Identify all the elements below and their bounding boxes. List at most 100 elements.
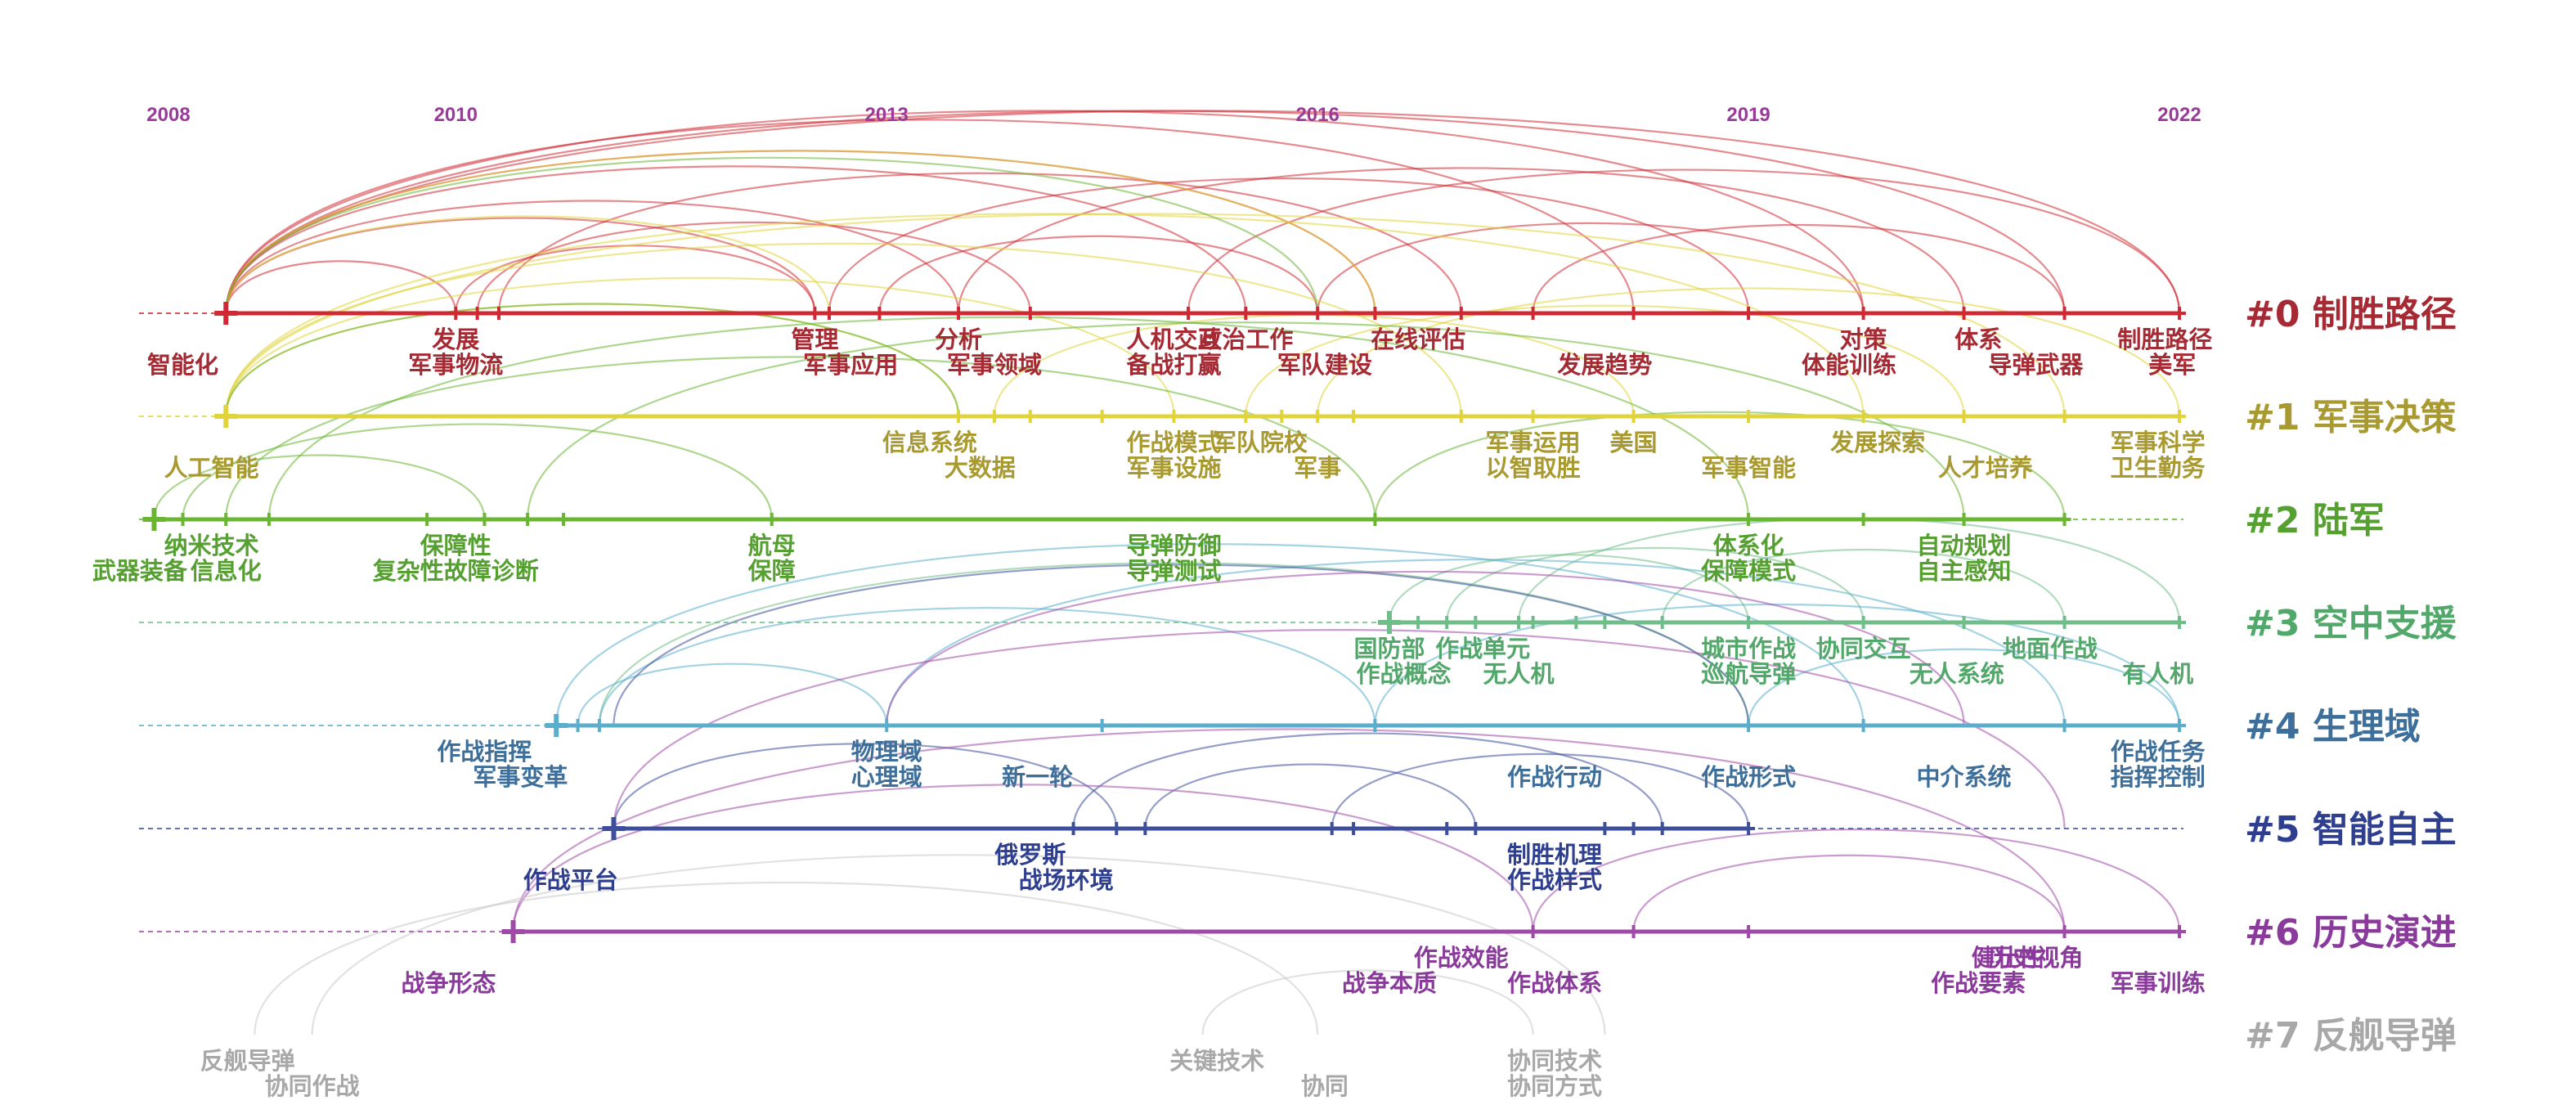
keyword-label: 发展趋势 xyxy=(1556,351,1652,379)
co-occurrence-arc xyxy=(878,235,1319,314)
keyword-label: 军事科学 xyxy=(2111,429,2206,456)
cluster-label: #7 反舰导弹 xyxy=(2245,1015,2457,1057)
keyword-label: 信息系统 xyxy=(882,429,977,456)
year-label: 2010 xyxy=(434,104,478,126)
keyword-label: 有人机 xyxy=(2122,660,2193,688)
keyword-label: 军事训练 xyxy=(2111,969,2206,997)
keyword-label: 体系 xyxy=(1954,326,2002,353)
keyword-label: 军事运用 xyxy=(1486,429,1581,456)
year-label: 2016 xyxy=(1295,104,1339,126)
keyword-label: 无人机 xyxy=(1483,660,1555,688)
keyword-label: 作战概念 xyxy=(1357,660,1452,688)
co-occurrence-arc xyxy=(555,543,1865,726)
keyword-label: 军事领域 xyxy=(947,351,1042,379)
keyword-label: 复杂性故障诊断 xyxy=(373,557,539,585)
keyword-label: 保障 xyxy=(747,557,796,585)
keyword-label: 军事 xyxy=(1294,454,1341,482)
keyword-label: 发展探索 xyxy=(1829,429,1925,456)
year-label: 2022 xyxy=(2157,104,2201,126)
co-occurrence-arc xyxy=(1632,854,2066,932)
cluster-label: #6 历史演进 xyxy=(2245,912,2457,954)
co-occurrence-arc xyxy=(225,110,1865,314)
co-occurrence-arc xyxy=(182,423,773,520)
co-occurrence-arc xyxy=(1072,732,1663,829)
co-occurrence-arc xyxy=(153,454,486,520)
keyword-label: 人机交互 xyxy=(1126,326,1221,353)
co-occurrence-arc xyxy=(225,213,1865,417)
keyword-label: 健壮性 xyxy=(1972,944,2043,972)
keyword-label: 以智取胜 xyxy=(1486,454,1581,482)
co-occurrence-arc xyxy=(225,200,960,314)
keyword-label: 作战效能 xyxy=(1414,944,1509,972)
keyword-label: 武器装备 xyxy=(92,557,188,585)
keyword-label: 自主感知 xyxy=(1917,557,2012,585)
keyword-label: 军事智能 xyxy=(1701,454,1796,482)
co-occurrence-arc xyxy=(225,165,1247,314)
keyword-label: 巡航导弹 xyxy=(1701,660,1796,688)
keyword-label: 军事物流 xyxy=(408,351,503,379)
keyword-label: 俄罗斯 xyxy=(994,841,1066,869)
co-occurrence-arc xyxy=(1144,763,1477,829)
keyword-label: 自动规划 xyxy=(1917,532,2012,559)
keyword-label: 发展 xyxy=(431,326,479,353)
co-occurrence-arc xyxy=(577,663,888,726)
keyword-label: 航母 xyxy=(748,532,796,559)
keyword-label: 战场环境 xyxy=(1019,866,1114,894)
keyword-label: 作战任务 xyxy=(2111,738,2206,766)
keyword-label: 智能化 xyxy=(147,351,218,379)
keyword-label: 作战平台 xyxy=(523,866,618,894)
keyword-label: 对策 xyxy=(1840,326,1888,353)
co-occurrence-arcs xyxy=(153,110,2181,1035)
co-occurrence-arc xyxy=(512,784,1534,932)
co-occurrence-arc xyxy=(225,215,831,314)
co-occurrence-arc xyxy=(225,260,457,314)
co-occurrence-arc xyxy=(225,156,1319,314)
keyword-label: 作战形式 xyxy=(1701,763,1796,791)
co-occurrence-arc xyxy=(225,303,960,417)
keyword-label: 指挥控制 xyxy=(2111,763,2206,791)
keyword-label: 城市作战 xyxy=(1701,635,1796,663)
keyword-label: 战争本质 xyxy=(1342,969,1437,997)
keyword-label: 管理 xyxy=(791,326,838,353)
keyword-label: 制胜机理 xyxy=(1507,841,1602,869)
keyword-label: 人才培养 xyxy=(1938,454,2033,482)
keyword-label: 作战样式 xyxy=(1507,866,1602,894)
keyword-label: 关键技术 xyxy=(1169,1047,1264,1075)
keyword-label: 国防部 xyxy=(1353,635,1425,663)
year-label: 2019 xyxy=(1726,104,1770,126)
co-occurrence-arc xyxy=(886,570,1965,726)
co-occurrence-arc xyxy=(1331,752,1750,829)
cluster-labels: #0 制胜路径#1 军事决策#2 陆军#3 空中支援#4 生理域#5 智能自主#… xyxy=(2245,294,2457,1057)
cluster-label: #1 军事决策 xyxy=(2245,397,2457,438)
keyword-label: 作战模式 xyxy=(1126,429,1221,456)
keyword-label: 保障性 xyxy=(420,532,491,559)
co-occurrence-arc xyxy=(225,356,1376,520)
keyword-label: 分析 xyxy=(935,326,982,353)
co-occurrence-arc xyxy=(1388,554,1750,623)
keyword-label: 作战单元 xyxy=(1435,635,1530,663)
keyword-label: 军事应用 xyxy=(803,351,898,379)
co-occurrence-arc xyxy=(225,150,1376,314)
keyword-label: 在线评估 xyxy=(1371,326,1465,353)
keyword-label: 协同技术 xyxy=(1507,1047,1602,1075)
keyword-label: 军队建设 xyxy=(1277,351,1372,379)
keyword-label: 历史视角 xyxy=(1988,944,2083,972)
keyword-label: 协同方式 xyxy=(1507,1072,1602,1100)
co-occurrence-arc xyxy=(1187,168,2181,314)
keyword-label: 反舰导弹 xyxy=(200,1047,295,1075)
year-label: 2013 xyxy=(865,104,909,126)
keyword-label: 作战体系 xyxy=(1507,969,1602,997)
keyword-label: 新一轮 xyxy=(1002,763,1073,791)
keyword-label: 军事设施 xyxy=(1126,454,1221,482)
keyword-nodes xyxy=(142,302,2186,943)
keyword-label: 导弹防御 xyxy=(1126,532,1221,559)
co-occurrence-arc xyxy=(254,882,1319,1035)
co-occurrence-arc xyxy=(497,172,1462,314)
co-occurrence-arc xyxy=(225,110,2181,314)
keyword-label: 纳米技术 xyxy=(164,532,259,559)
keyword-label: 信息化 xyxy=(191,557,262,585)
co-occurrence-arc xyxy=(1532,224,2066,314)
keyword-label: 导弹测试 xyxy=(1126,557,1221,585)
keyword-label: 军事变革 xyxy=(473,763,568,791)
